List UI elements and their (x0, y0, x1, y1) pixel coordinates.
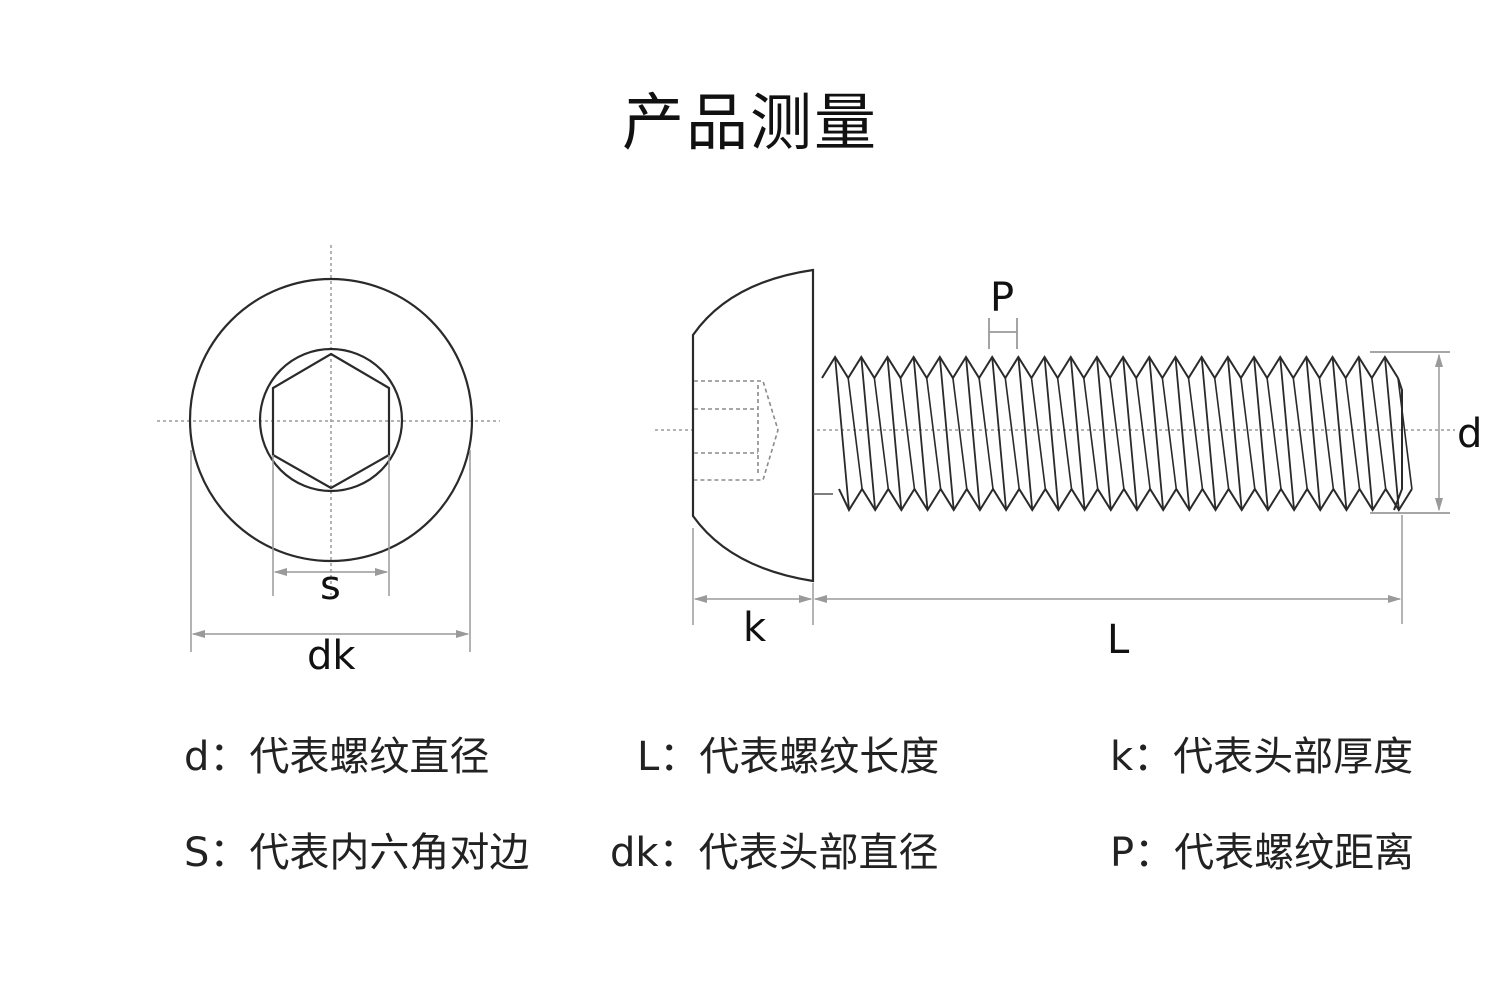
label-s: s (320, 563, 341, 609)
legend-item-dk: dk：代表头部直径 (610, 833, 939, 873)
thread-body (821, 355, 1413, 513)
legend-text: 代表螺纹长度 (699, 734, 940, 780)
thread-root-line (873, 377, 890, 490)
legend-item-p: P：代表螺纹距离 (1110, 833, 1414, 873)
thread-root-line (1161, 377, 1178, 490)
legend-text: 代表头部直径 (698, 830, 939, 876)
thread-crest-line (1069, 356, 1086, 511)
hex-socket (271, 352, 391, 490)
legend-symbol: k (1110, 734, 1134, 780)
thread-crest-line (1122, 356, 1138, 511)
thread-root-line (1056, 377, 1073, 490)
thread-crest-line (938, 356, 955, 511)
legend-item-k: k：代表头部厚度 (1110, 737, 1413, 777)
thread-root-line (1030, 377, 1047, 490)
thread-root-line (925, 377, 942, 490)
thread-crest-line (1096, 356, 1112, 511)
thread-crest-line (991, 356, 1007, 511)
thread-root-line (1266, 377, 1282, 490)
legend-symbol: L (637, 734, 660, 780)
thread-crest-line (1200, 356, 1217, 511)
thread-root-line (1187, 377, 1204, 490)
legend-symbol: d (184, 734, 210, 780)
thread-root-line (1397, 377, 1413, 490)
thread-crest-line (1226, 356, 1243, 511)
legend-separator: ： (1134, 830, 1175, 876)
label-k: k (743, 605, 767, 651)
thread-root-line (1213, 377, 1230, 490)
thread-bottom-profile (838, 487, 1413, 513)
thread-root-line (1109, 377, 1125, 490)
thread-root-line (1371, 377, 1387, 490)
thread-root-line (1083, 377, 1099, 490)
legend-symbol: dk (610, 830, 659, 876)
thread-crest-line (1305, 356, 1322, 511)
legend-separator: ： (209, 830, 250, 876)
thread-root-line (952, 377, 968, 490)
thread-crest-line (912, 356, 929, 511)
thread-crest-line (1043, 356, 1060, 511)
label-d: d (1457, 411, 1483, 457)
thread-root-line (1004, 377, 1020, 490)
thread-crest-line (1384, 356, 1400, 511)
label-dk: dk (307, 633, 356, 679)
head-outer-circle (188, 277, 474, 563)
legend-text: 代表内六角对边 (249, 830, 530, 876)
thread-top-profile (821, 355, 1399, 380)
thread-root-line (899, 377, 916, 490)
thread-crest-line (965, 356, 981, 511)
hidden-socket (694, 380, 779, 481)
thread-crest-line (1174, 356, 1191, 511)
thread-root-line (978, 377, 994, 490)
front-view (157, 245, 500, 652)
legend-separator: ： (658, 830, 699, 876)
thread-root-line (1240, 377, 1256, 490)
legend-text: 代表螺纹距离 (1174, 830, 1415, 876)
thread-root-line (1135, 377, 1151, 490)
thread-root-line (1344, 377, 1361, 490)
legend-text: 代表头部厚度 (1173, 734, 1414, 780)
thread-crest-line (860, 356, 877, 511)
label-p: P (990, 275, 1015, 321)
legend-separator: ： (1133, 734, 1174, 780)
thread-crest-line (1253, 356, 1269, 511)
thread-crest-line (1357, 356, 1374, 511)
thread-root-line (1292, 377, 1308, 490)
thread-crest-line (1148, 356, 1165, 511)
legend-item-s: S：代表内六角对边 (184, 833, 529, 873)
thread-root-line (847, 377, 863, 490)
legend-symbol: P (1110, 830, 1135, 876)
thread-crest-line (1331, 356, 1348, 511)
thread-crest-line (1279, 356, 1295, 511)
button-head (691, 268, 815, 583)
side-view (655, 268, 1455, 625)
thread-crest-line (1017, 356, 1034, 511)
thread-crest-line (886, 356, 903, 511)
socket-circle (258, 347, 404, 493)
legend-item-d: d：代表螺纹直径 (184, 737, 489, 777)
thread-end-chamfer (1393, 377, 1403, 511)
thread-crest-line (834, 356, 850, 511)
thread-root-line (1318, 377, 1335, 490)
page-title: 产品测量 (621, 86, 878, 159)
label-l: L (1107, 617, 1130, 663)
legend-symbol: S (184, 830, 210, 876)
legend-item-l: L：代表螺纹长度 (637, 737, 939, 777)
legend-text: 代表螺纹直径 (249, 734, 490, 780)
legend-separator: ： (659, 734, 700, 780)
legend-separator: ： (209, 734, 250, 780)
